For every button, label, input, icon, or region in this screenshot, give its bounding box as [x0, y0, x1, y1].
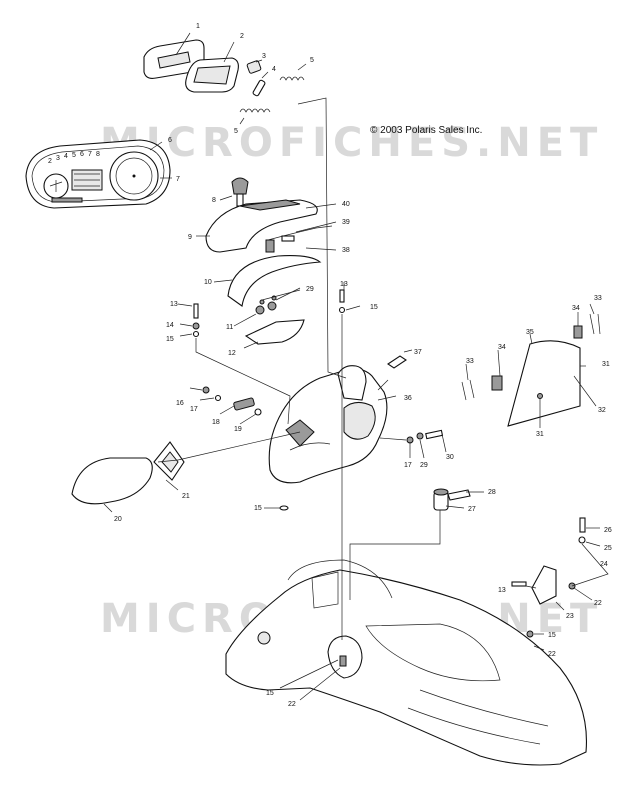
- callout-label: 19: [234, 426, 242, 433]
- callout-label: 13: [340, 281, 348, 288]
- part-fitting: [433, 488, 471, 511]
- callout-label: 24: [600, 561, 608, 568]
- callout-label: 13: [498, 587, 506, 594]
- callout-label: 31: [536, 431, 544, 438]
- copyright-notice: © 2003 Polaris Sales Inc.: [370, 125, 483, 136]
- gauge-scale-label: 2: [48, 158, 52, 165]
- gauge-scale-label: 8: [96, 151, 100, 158]
- callout-label: 15: [166, 336, 174, 343]
- callout-label: 35: [526, 329, 534, 336]
- callout-label: 15: [266, 690, 274, 697]
- callout-label: 11: [226, 324, 233, 331]
- callout-label: 5: [310, 57, 314, 64]
- callout-label: 28: [488, 489, 496, 496]
- callout-label: 34: [572, 305, 580, 312]
- part-fastener-center: [338, 289, 346, 314]
- part-grommets: [255, 295, 277, 315]
- callout-label: 6: [168, 137, 172, 144]
- part-cable: [265, 225, 333, 253]
- callout-label: 15: [370, 304, 378, 311]
- callout-label: 31: [602, 361, 610, 368]
- callout-label: 30: [446, 454, 454, 461]
- part-washer: [279, 505, 289, 511]
- callout-label: 37: [414, 349, 422, 356]
- callout-label: 36: [404, 395, 412, 402]
- callout-label: 12: [228, 350, 236, 357]
- callout-label: 1: [196, 23, 200, 30]
- callout-label: 18: [212, 419, 220, 426]
- callout-label: 33: [466, 358, 474, 365]
- callout-label: 21: [182, 493, 190, 500]
- gauge-scale-label: 4: [64, 153, 68, 160]
- callout-label: 10: [204, 279, 212, 286]
- callout-label: 20: [114, 516, 122, 523]
- callout-label: 15: [548, 632, 556, 639]
- callout-label: 38: [342, 247, 350, 254]
- callout-label: 22: [548, 651, 556, 658]
- part-spring-upper: [279, 76, 305, 81]
- callout-label: 29: [420, 462, 428, 469]
- leader-lines: [103, 32, 609, 701]
- callout-label: 17: [404, 462, 412, 469]
- part-mount-bracket: [511, 517, 586, 648]
- callout-label: 2: [240, 33, 244, 40]
- callout-label: 26: [604, 527, 612, 534]
- callout-label: 22: [594, 600, 602, 607]
- part-mirror: [71, 457, 153, 505]
- part-side-panel: [461, 313, 601, 427]
- gauge-scale: 2 3 4 5 6 7 8: [48, 151, 100, 165]
- callout-label: 13: [170, 301, 178, 308]
- part-plate: [244, 319, 305, 345]
- gauge-scale-label: 6: [80, 151, 84, 158]
- part-clip: [387, 355, 407, 369]
- callout-label: 5: [234, 128, 238, 135]
- part-bolt-right: [406, 429, 444, 444]
- part-gauge-cluster: [25, 139, 171, 209]
- callout-labels: 1 2 3 4 5 5 6 7 8 9 10 11 12 13 14 15 40…: [114, 23, 612, 708]
- callout-label: 32: [598, 407, 606, 414]
- callout-label: 29: [306, 286, 314, 293]
- part-bracket-small: [202, 386, 262, 416]
- callout-label: 9: [188, 234, 192, 241]
- callout-label: 22: [288, 701, 296, 708]
- callout-label: 40: [342, 201, 350, 208]
- callout-label: 16: [176, 400, 184, 407]
- part-knob: [231, 177, 249, 207]
- callout-label: 7: [176, 176, 180, 183]
- gauge-scale-label: 5: [72, 152, 76, 159]
- callout-label: 25: [604, 545, 612, 552]
- part-spring-lower: [239, 108, 271, 113]
- callout-label: 14: [166, 322, 174, 329]
- part-console-housing: [268, 365, 388, 484]
- callout-label: 39: [342, 219, 350, 226]
- callout-label: 23: [566, 613, 574, 620]
- callout-label: 33: [594, 295, 602, 302]
- callout-label: 34: [498, 344, 506, 351]
- callout-label: 8: [212, 197, 216, 204]
- part-fastener-left: [192, 303, 200, 338]
- part-console-cover: [205, 199, 318, 253]
- part-lens: [185, 57, 239, 93]
- callout-label: 17: [190, 406, 198, 413]
- callout-label: 3: [262, 53, 266, 60]
- gauge-scale-label: 3: [56, 155, 60, 162]
- callout-label: 15: [254, 505, 262, 512]
- part-switch: [246, 60, 266, 97]
- part-hull: [225, 559, 588, 766]
- callout-label: 27: [468, 506, 476, 513]
- callout-label: 4: [272, 66, 276, 73]
- part-gasket: [227, 255, 322, 307]
- gauge-scale-label: 7: [88, 151, 92, 158]
